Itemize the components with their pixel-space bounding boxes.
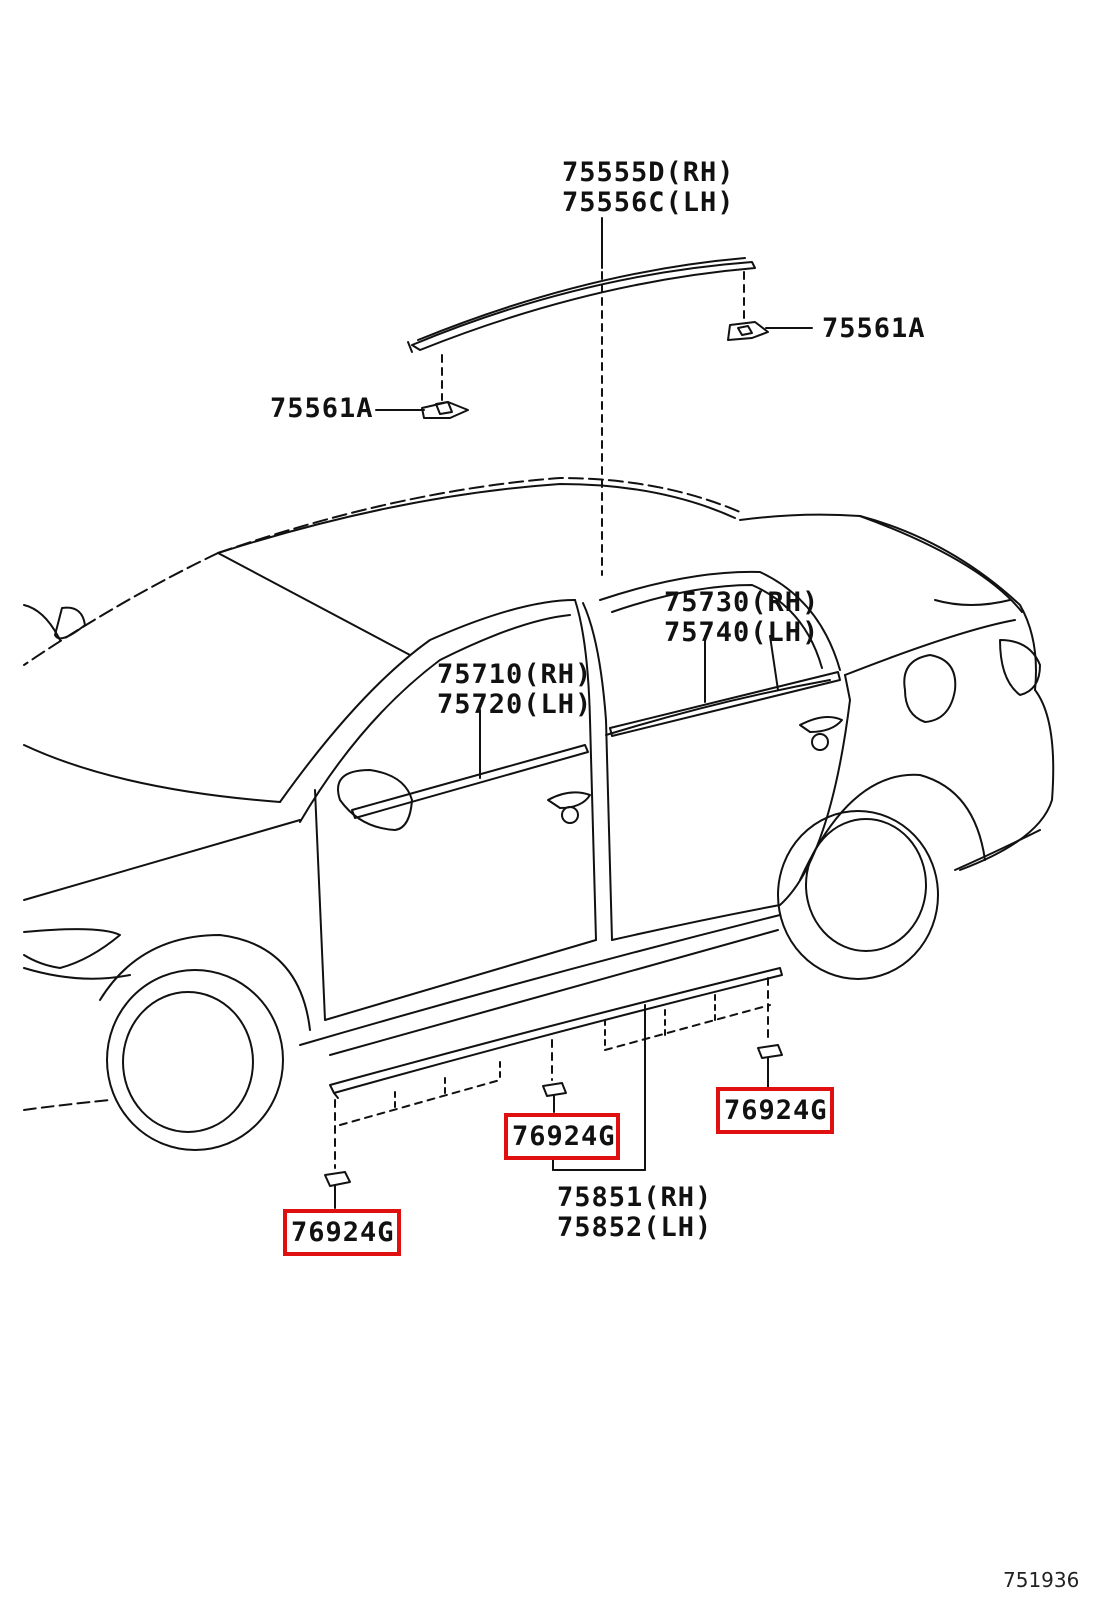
rocker-molding-label-lh: 75852(LH) bbox=[557, 1212, 713, 1243]
front-belt-molding-label-rh: 75710(RH) bbox=[437, 659, 593, 690]
front-belt-molding-part bbox=[351, 709, 589, 819]
roof-clip-right-part bbox=[727, 271, 813, 341]
rocker-clip-middle-highlight bbox=[504, 1113, 620, 1160]
roof-clip-left-part bbox=[375, 354, 469, 419]
front-belt-molding-label-lh: 75720(LH) bbox=[437, 689, 593, 720]
rear-belt-molding-label-rh: 75730(RH) bbox=[664, 587, 820, 618]
rocker-clip-middle-label: 76924G bbox=[512, 1121, 616, 1152]
roof-molding-part bbox=[407, 257, 756, 353]
rocker-clip-leaders bbox=[324, 977, 783, 1209]
roof-molding-label-lh: 75556C(LH) bbox=[562, 187, 735, 218]
rocker-molding-part bbox=[329, 967, 783, 1126]
rocker-clip-left-highlight bbox=[283, 1209, 401, 1256]
rocker-clip-left-label: 76924G bbox=[291, 1217, 395, 1248]
rear-belt-molding-label-lh: 75740(LH) bbox=[664, 617, 820, 648]
car-body bbox=[23, 477, 1055, 1151]
figure-number: 751936 bbox=[1003, 1568, 1080, 1592]
rear-belt-molding-part bbox=[609, 635, 841, 737]
roof-clip-left-label: 75561A bbox=[270, 393, 374, 424]
roof-molding-label-rh: 75555D(RH) bbox=[562, 157, 735, 188]
rocker-molding-label-rh: 75851(RH) bbox=[557, 1182, 713, 1213]
roof-clip-right-label: 75561A bbox=[822, 313, 926, 344]
rocker-clip-right-highlight bbox=[716, 1087, 834, 1134]
rocker-clip-right-label: 76924G bbox=[724, 1095, 828, 1126]
